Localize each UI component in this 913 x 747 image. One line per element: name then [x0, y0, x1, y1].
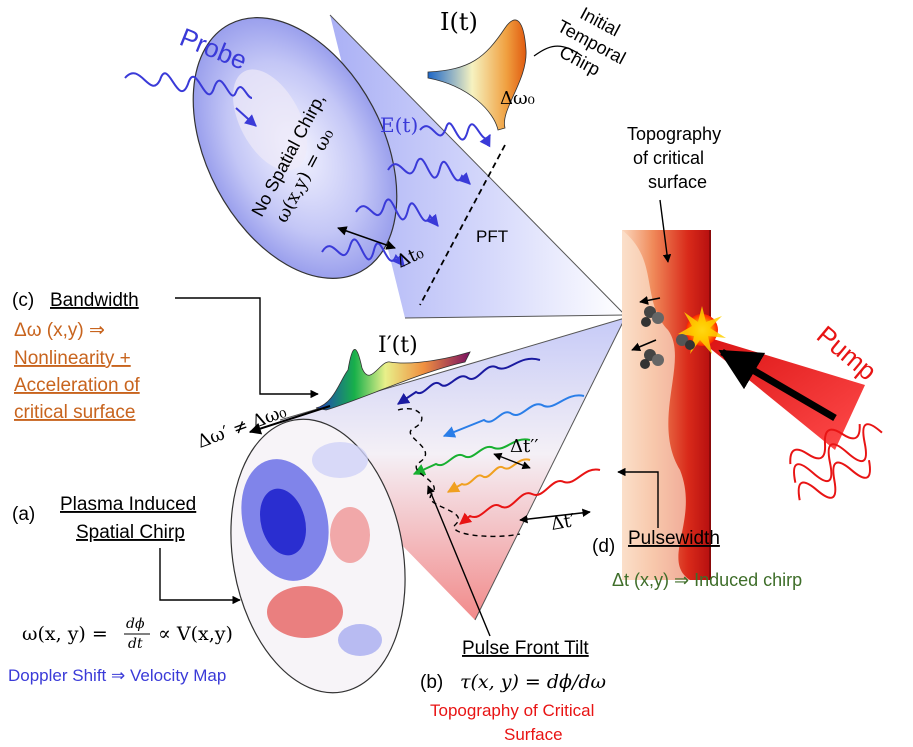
iprime-label: I′(t)	[378, 333, 418, 358]
a-equation-den: dt	[128, 636, 143, 652]
b-line-2: Surface	[504, 725, 563, 744]
d-title: Pulsewidth	[628, 528, 720, 549]
pump-arrow	[718, 348, 837, 422]
a-title-line-2: Spatial Chirp	[76, 522, 185, 543]
it-label: I(t)	[440, 8, 478, 36]
et-label: E(t)	[380, 113, 418, 137]
pump-beam	[690, 332, 883, 501]
delta-t-pp-label: Δt′′	[510, 436, 538, 457]
c-equation: Δω (x,y) ⇒	[14, 320, 105, 341]
pft-line	[419, 144, 506, 306]
a-letter: (a)	[12, 504, 35, 525]
leader-lines	[159, 199, 672, 637]
probe-pulse	[124, 72, 257, 127]
b-equation: τ(x, y) = dϕ/dω	[460, 671, 606, 693]
topography-line-3: surface	[648, 172, 707, 192]
doppler-label: Doppler Shift ⇒ Velocity Map	[8, 666, 226, 685]
c-line-1: Nonlinearity +	[14, 348, 131, 369]
d-letter: (d)	[592, 536, 615, 557]
a-title-line-1: Plasma Induced	[60, 494, 196, 515]
probe-cone	[192, 14, 626, 319]
incident-pulses	[321, 122, 491, 267]
c-line-2: Acceleration of	[14, 375, 140, 396]
delta-t-p-label: Δt′	[549, 510, 577, 535]
initial-intensity-profile	[427, 19, 583, 131]
reflected-pulses	[397, 357, 601, 538]
reflected-intensity-profile	[248, 349, 471, 435]
plasma-flash	[678, 306, 726, 354]
topography-line-2: of critical	[633, 148, 704, 168]
target-surface	[622, 230, 711, 580]
a-equation-num: dϕ	[126, 616, 145, 632]
ablation-particles	[631, 295, 695, 369]
d-equation: Δt (x,y) ⇒ Induced chirp	[612, 570, 802, 590]
pft-label: PFT	[476, 227, 508, 246]
c-letter: (c)	[12, 290, 34, 311]
topography-label: Topography of critical surface	[627, 124, 721, 192]
a-equation-left: ω(x, y) =	[22, 623, 108, 645]
b-title: Pulse Front Tilt	[462, 638, 589, 659]
initial-chirp-label: Initial Temporal Chirp	[554, 3, 629, 80]
topography-line-1: Topography	[627, 124, 721, 144]
c-line-3: critical surface	[14, 402, 135, 423]
b-line-1: Topography of Critical	[430, 701, 594, 720]
reflected-cone	[230, 317, 626, 694]
a-equation-right: ∝ V(x,y)	[158, 623, 233, 645]
delta-omega0-label: Δω₀	[500, 88, 535, 109]
b-letter: (b)	[420, 672, 443, 693]
c-title: Bandwidth	[50, 290, 139, 311]
